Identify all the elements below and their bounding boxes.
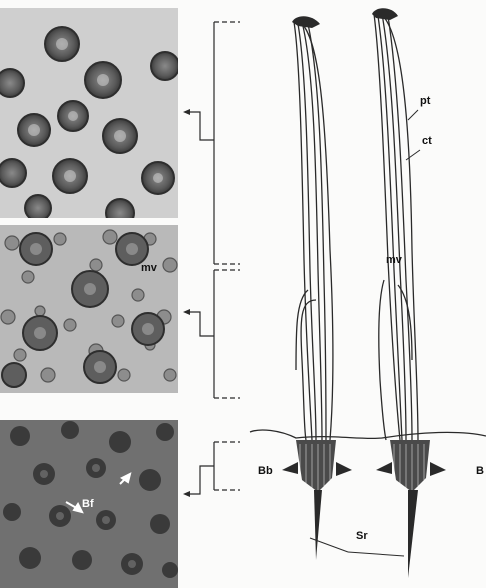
label-sr: Sr bbox=[356, 531, 368, 542]
label-ct: ct bbox=[422, 136, 432, 147]
label-bb-left: Bb bbox=[258, 466, 273, 477]
label-bb-right: B bbox=[476, 466, 484, 477]
label-pt: pt bbox=[420, 96, 430, 107]
label-mv-diagram: mv bbox=[386, 255, 402, 266]
